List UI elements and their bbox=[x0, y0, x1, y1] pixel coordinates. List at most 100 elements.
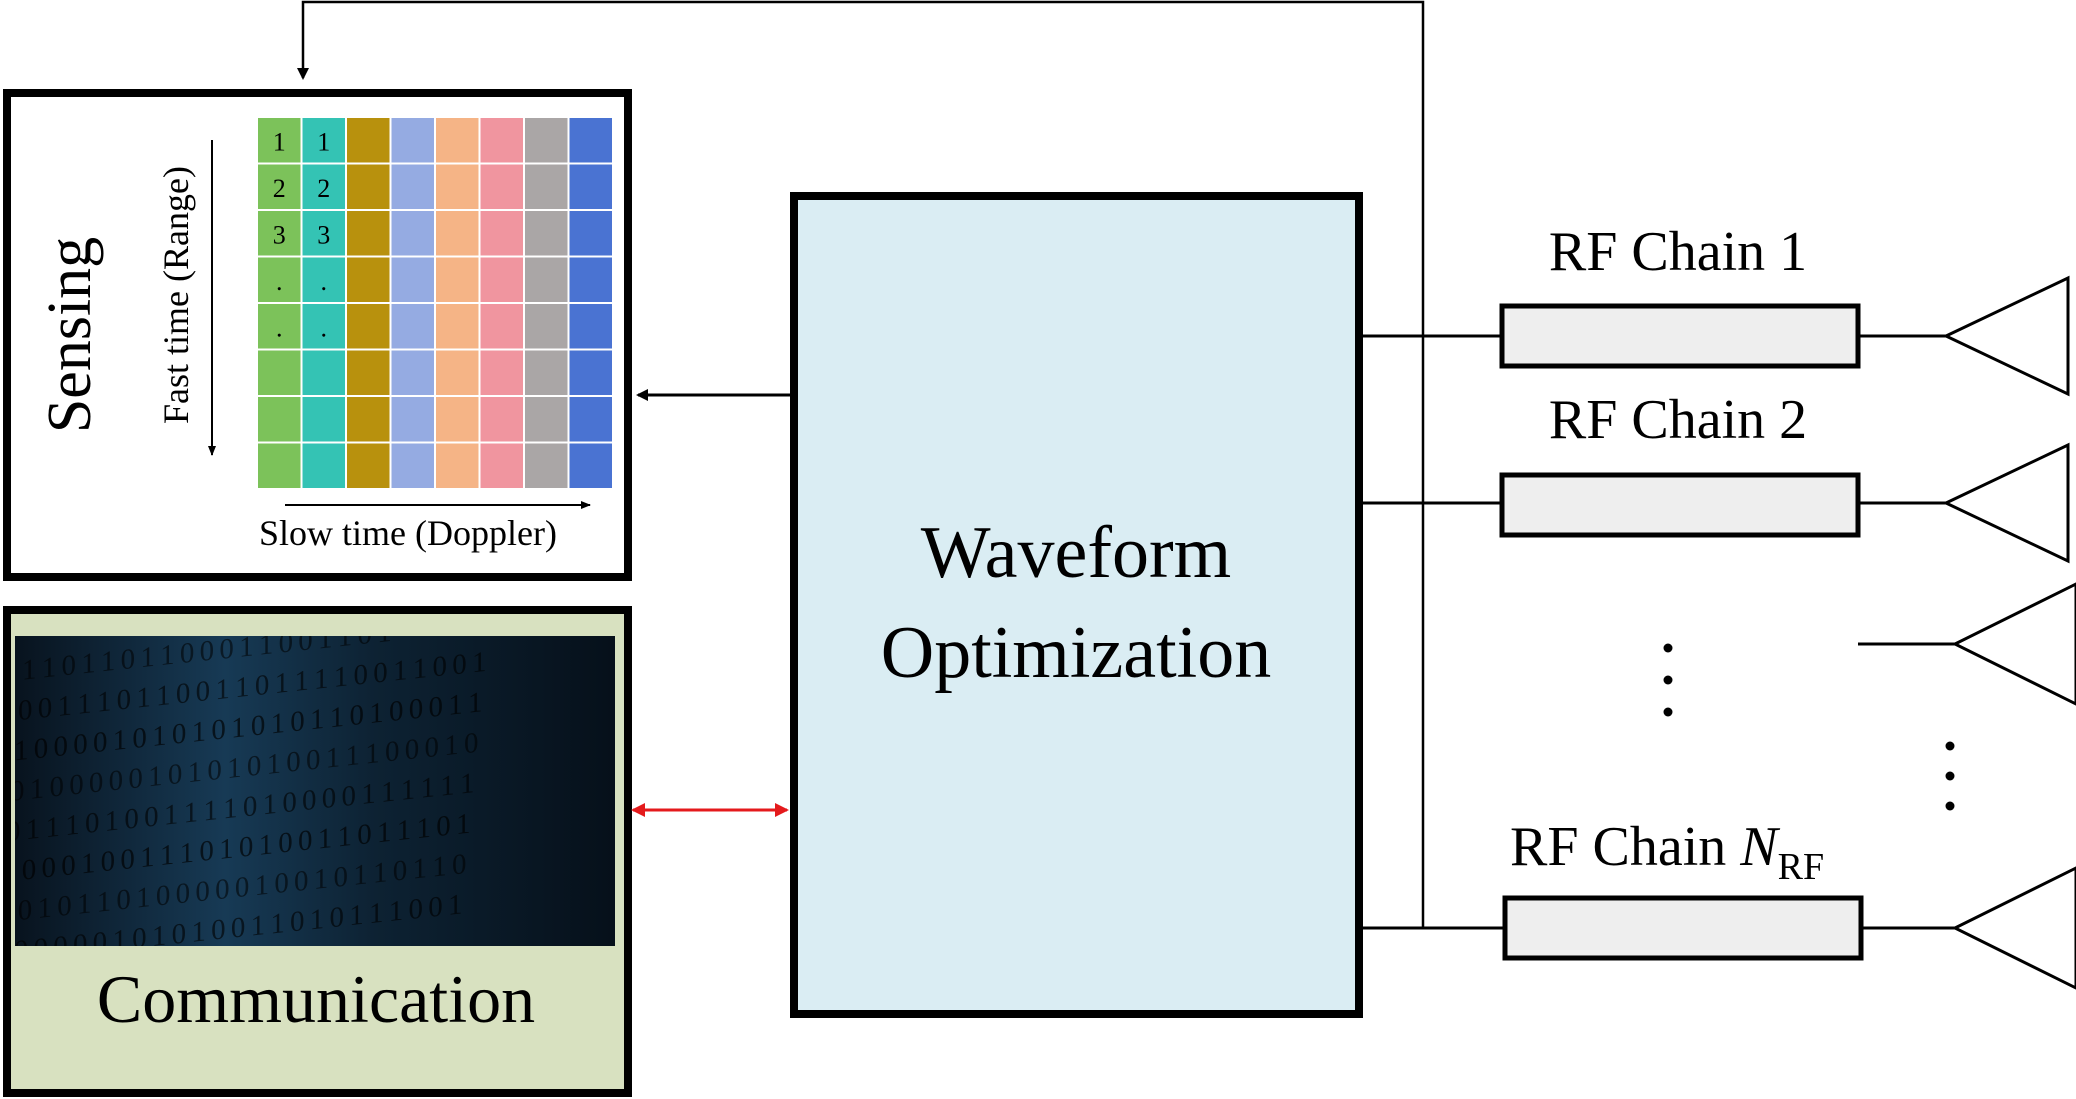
rf-chain-n-symbol: N bbox=[1739, 816, 1780, 878]
rf-chain-n-label: RF Chain NRF bbox=[1510, 816, 1824, 888]
grid-cell bbox=[256, 209, 303, 258]
grid-cell bbox=[478, 348, 525, 397]
grid-cell-label: 2 bbox=[317, 174, 330, 203]
rf-chain-n-box bbox=[1502, 895, 1864, 961]
antenna-extra-icon bbox=[1951, 582, 2076, 706]
grid-cell bbox=[478, 255, 525, 304]
grid-cell bbox=[434, 255, 481, 304]
grid-cell bbox=[389, 395, 436, 444]
antenna-ellipsis bbox=[1945, 741, 1955, 811]
grid-cell bbox=[523, 162, 570, 211]
grid-cell bbox=[523, 302, 570, 351]
optimizer-title-line2: Optimization bbox=[881, 612, 1272, 694]
grid-cell bbox=[389, 255, 436, 304]
communication-title: Communication bbox=[97, 961, 535, 1037]
grid-cell bbox=[345, 441, 392, 490]
rf-chain-n: RF Chain NRF bbox=[1363, 816, 2076, 990]
rf-chain-1-label: RF Chain 1 bbox=[1549, 221, 1807, 283]
grid-cell bbox=[300, 441, 347, 490]
rf-chain-2-box bbox=[1499, 472, 1861, 538]
grid-cell bbox=[434, 395, 481, 444]
grid-cell bbox=[478, 395, 525, 444]
grid-cell bbox=[567, 441, 614, 490]
sensing-title: Sensing bbox=[36, 237, 104, 433]
binary-data-image bbox=[15, 636, 615, 946]
grid-cell-label: 1 bbox=[273, 127, 286, 156]
grid-cell bbox=[523, 348, 570, 397]
rf-chain-1-box bbox=[1499, 303, 1861, 369]
grid-cell-label: 1 bbox=[317, 127, 330, 156]
grid-cell bbox=[478, 209, 525, 258]
rf-chain-ellipsis bbox=[1663, 643, 1673, 717]
grid-cell-label: . bbox=[276, 267, 283, 296]
antenna-1-icon bbox=[1942, 275, 2070, 397]
grid-cell bbox=[389, 348, 436, 397]
grid-cell bbox=[567, 162, 614, 211]
fast-time-axis-label: Fast time (Range) bbox=[156, 166, 196, 424]
grid-cell bbox=[345, 302, 392, 351]
grid-cell bbox=[345, 255, 392, 304]
grid-cell bbox=[434, 162, 481, 211]
grid-cell bbox=[567, 302, 614, 351]
grid-cell bbox=[300, 116, 347, 165]
range-doppler-grid: 1 2 3.. 1 2 3.. bbox=[256, 116, 614, 490]
grid-cell bbox=[300, 395, 347, 444]
communication-panel: 1 1 0 1 1 0 1 1 0 0 0 1 1 0 0 1 1 0 10 0… bbox=[3, 606, 632, 1097]
grid-cell bbox=[567, 255, 614, 304]
grid-cell-label: 3 bbox=[317, 220, 330, 249]
rf-chain-1: RF Chain 1 bbox=[1363, 221, 2070, 397]
grid-cell bbox=[478, 302, 525, 351]
grid-cell bbox=[256, 441, 303, 490]
grid-cell-label: . bbox=[321, 313, 328, 342]
grid-cell bbox=[478, 441, 525, 490]
grid-cell-label: . bbox=[321, 267, 328, 296]
grid-cell bbox=[523, 395, 570, 444]
grid-cell bbox=[478, 116, 525, 165]
grid-cell bbox=[345, 395, 392, 444]
grid-cell-label: . bbox=[276, 313, 283, 342]
grid-cell bbox=[478, 162, 525, 211]
grid-cell bbox=[389, 209, 436, 258]
grid-cell-label: 2 bbox=[273, 174, 286, 203]
grid-cell bbox=[256, 302, 303, 351]
grid-cell bbox=[434, 441, 481, 490]
grid-cell bbox=[345, 209, 392, 258]
grid-cell bbox=[345, 116, 392, 165]
grid-cell bbox=[523, 441, 570, 490]
rf-chain-n-text: RF Chain bbox=[1510, 816, 1740, 878]
grid-cell bbox=[434, 116, 481, 165]
antenna-2-icon bbox=[1942, 442, 2070, 564]
grid-cell bbox=[567, 116, 614, 165]
grid-cell-label: 3 bbox=[273, 220, 286, 249]
grid-cell bbox=[300, 348, 347, 397]
antenna-extra bbox=[1858, 582, 2076, 706]
grid-cell bbox=[523, 255, 570, 304]
grid-cell bbox=[389, 162, 436, 211]
rf-chain-2-label: RF Chain 2 bbox=[1549, 389, 1807, 451]
waveform-optimization-block: Waveform Optimization bbox=[790, 192, 1363, 1018]
grid-cell bbox=[567, 395, 614, 444]
grid-cell bbox=[567, 348, 614, 397]
grid-cell bbox=[523, 209, 570, 258]
grid-cell bbox=[434, 209, 481, 258]
grid-cell bbox=[523, 116, 570, 165]
optimizer-title-line1: Waveform bbox=[921, 512, 1231, 594]
grid-cell bbox=[434, 348, 481, 397]
grid-cell bbox=[389, 441, 436, 490]
grid-cell bbox=[256, 162, 303, 211]
grid-cell bbox=[256, 348, 303, 397]
grid-cell bbox=[345, 162, 392, 211]
antenna-n-icon bbox=[1951, 866, 2076, 990]
grid-cell bbox=[389, 116, 436, 165]
grid-cell bbox=[256, 395, 303, 444]
rf-chain-n-subscript: RF bbox=[1778, 846, 1824, 888]
grid-cell bbox=[434, 302, 481, 351]
grid-cell bbox=[389, 302, 436, 351]
feedback-path bbox=[297, 0, 1425, 928]
grid-cell bbox=[345, 348, 392, 397]
slow-time-axis-label: Slow time (Doppler) bbox=[259, 513, 557, 553]
grid-cell bbox=[567, 209, 614, 258]
sensing-panel: Sensing Fast time (Range) 1 2 3.. 1 2 3.. Slo… bbox=[3, 89, 632, 581]
rf-chain-2: RF Chain 2 bbox=[1363, 389, 2070, 564]
